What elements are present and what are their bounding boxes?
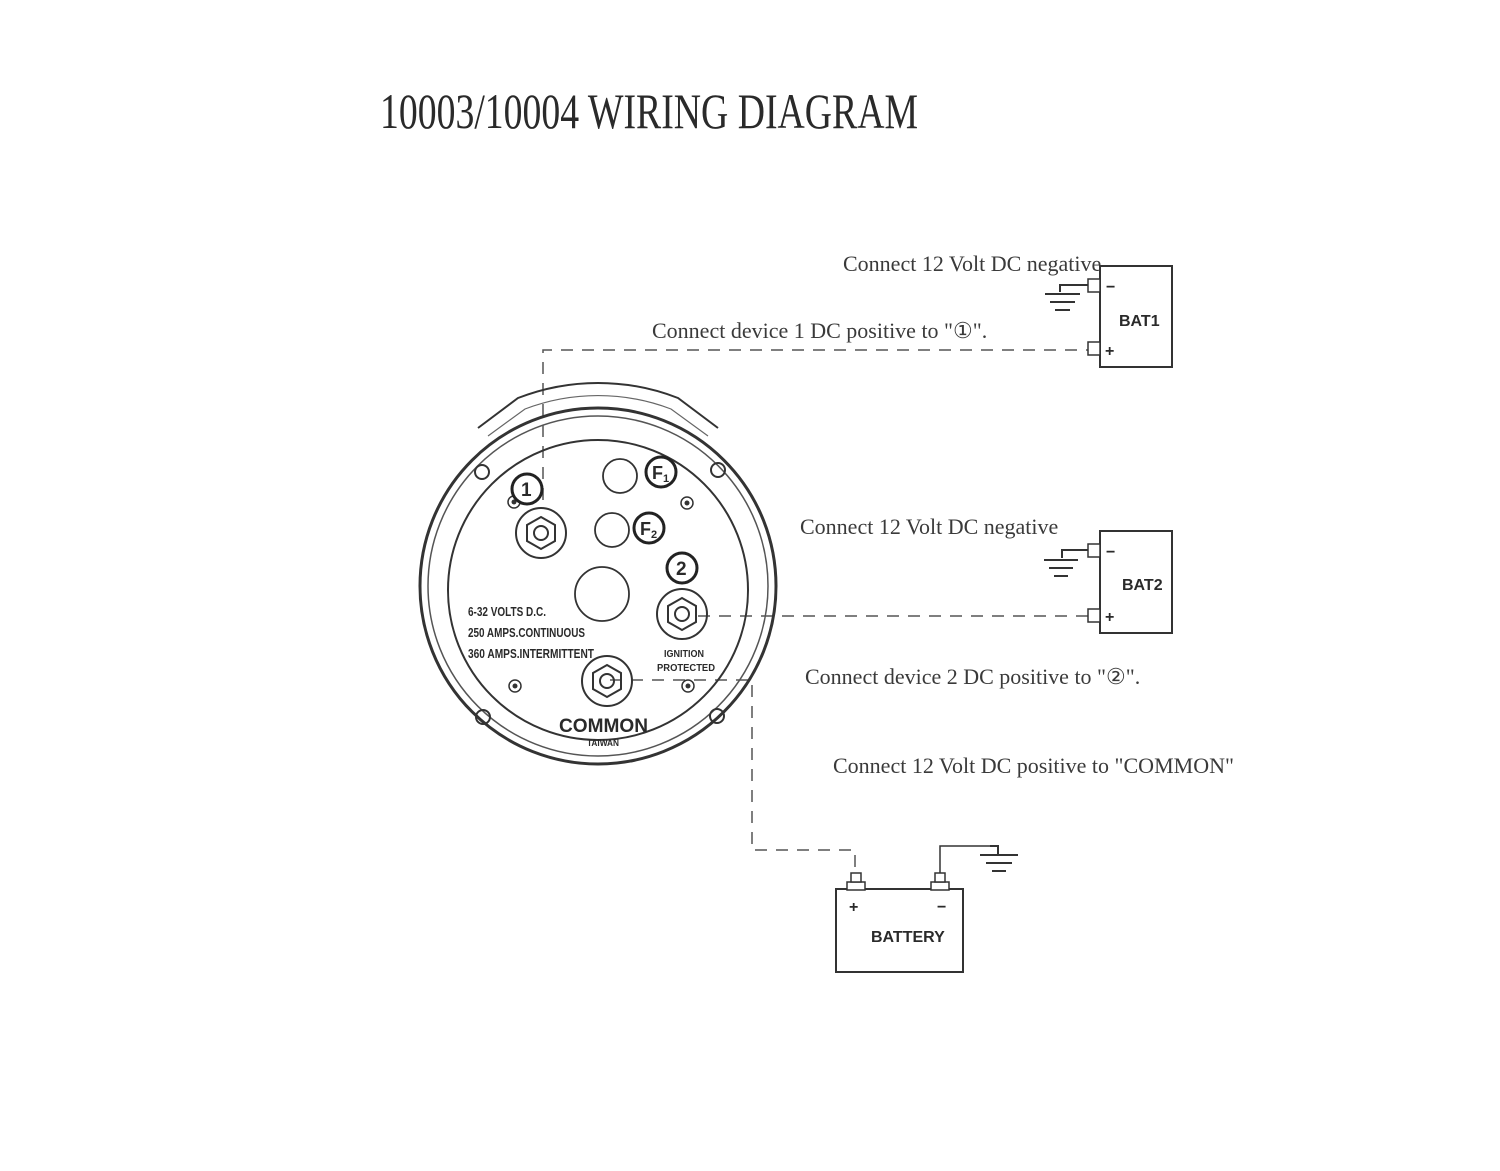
screw-icon [680,496,694,510]
protected-label: PROTECTED [657,663,715,674]
battery-bat2: − + BAT2 [1087,530,1173,634]
fuse-2-label: F [640,519,651,539]
rating-continuous: 250 AMPS.CONTINUOUS [468,625,585,640]
terminal-2-stud [656,588,708,640]
battery-switch: F 1 F 2 1 2 6-32 VOLTS D.C. 250 AMPS.CO [418,381,778,766]
rating-intermittent: 360 AMPS.INTERMITTENT [468,646,594,661]
battery-plus-label: + [849,899,858,916]
terminal-1-badge [510,472,544,506]
note-bat1-negative: Connect 12 Volt DC negative [843,251,1101,276]
bat1-label: BAT1 [1119,313,1160,330]
mounting-hole [709,708,725,724]
bat2-plus-label: + [1105,609,1114,626]
battery-label: BATTERY [871,929,945,946]
terminal-1-label: 1 [521,480,532,501]
common-label: COMMON [559,716,648,737]
fuse-2-socket [594,512,630,548]
rating-volts: 6-32 VOLTS D.C. [468,604,546,619]
note-device1-positive: Connect device 1 DC positive to "①". [652,318,987,343]
mounting-hole [475,709,491,725]
fuse-1-label: F [652,463,663,483]
bat1-negative-terminal [1087,278,1101,293]
screw-icon [508,679,522,693]
diagram-title: 10003/10004 WIRING DIAGRAM [380,83,918,139]
fuse-1-socket [602,458,638,494]
battery-positive-post [846,881,866,891]
selector-knob-hole [574,566,630,622]
fuse-2-subscript: 2 [651,529,657,541]
bat1-plus-label: + [1105,343,1114,360]
battery-main: + − BATTERY [835,872,964,973]
ignition-label: IGNITION [664,649,704,660]
battery-negative-lead [939,845,990,875]
origin-label: TAIWAN [587,738,619,748]
battery-negative-post [930,881,950,891]
terminal-1-stud [515,507,567,559]
mounting-hole [474,464,490,480]
screw-icon [681,679,695,693]
fuse-1-badge [644,455,678,489]
fuse-2-badge [632,511,666,545]
switch-face-plate [447,439,749,741]
ground-icon [980,845,1018,872]
common-terminal-stud [581,655,633,707]
terminal-2-badge [665,551,699,585]
terminal-2-label: 2 [676,559,687,580]
note-bat2-negative: Connect 12 Volt DC negative [800,514,1058,539]
bat2-positive-terminal [1087,608,1101,623]
wire-common-to-battery [610,679,856,875]
note-device2-positive: Connect device 2 DC positive to "②". [805,664,1140,689]
ground-icon [1045,284,1088,311]
wire-device1-to-bat1 [542,349,1088,500]
battery-bat1: − + BAT1 [1087,265,1173,368]
bat1-positive-terminal [1087,341,1101,356]
ground-icon [1044,549,1088,577]
bat1-minus-label: − [1106,279,1115,296]
note-common-positive: Connect 12 Volt DC positive to "COMMON" [833,753,1234,778]
switch-outer-ring [418,406,778,766]
bat2-label: BAT2 [1122,577,1163,594]
mounting-hole [710,462,726,478]
bat2-minus-label: − [1106,544,1115,561]
wires [542,349,1088,875]
battery-minus-label: − [937,899,946,916]
fuse-1-subscript: 1 [663,473,669,485]
bat2-negative-terminal [1087,543,1101,558]
